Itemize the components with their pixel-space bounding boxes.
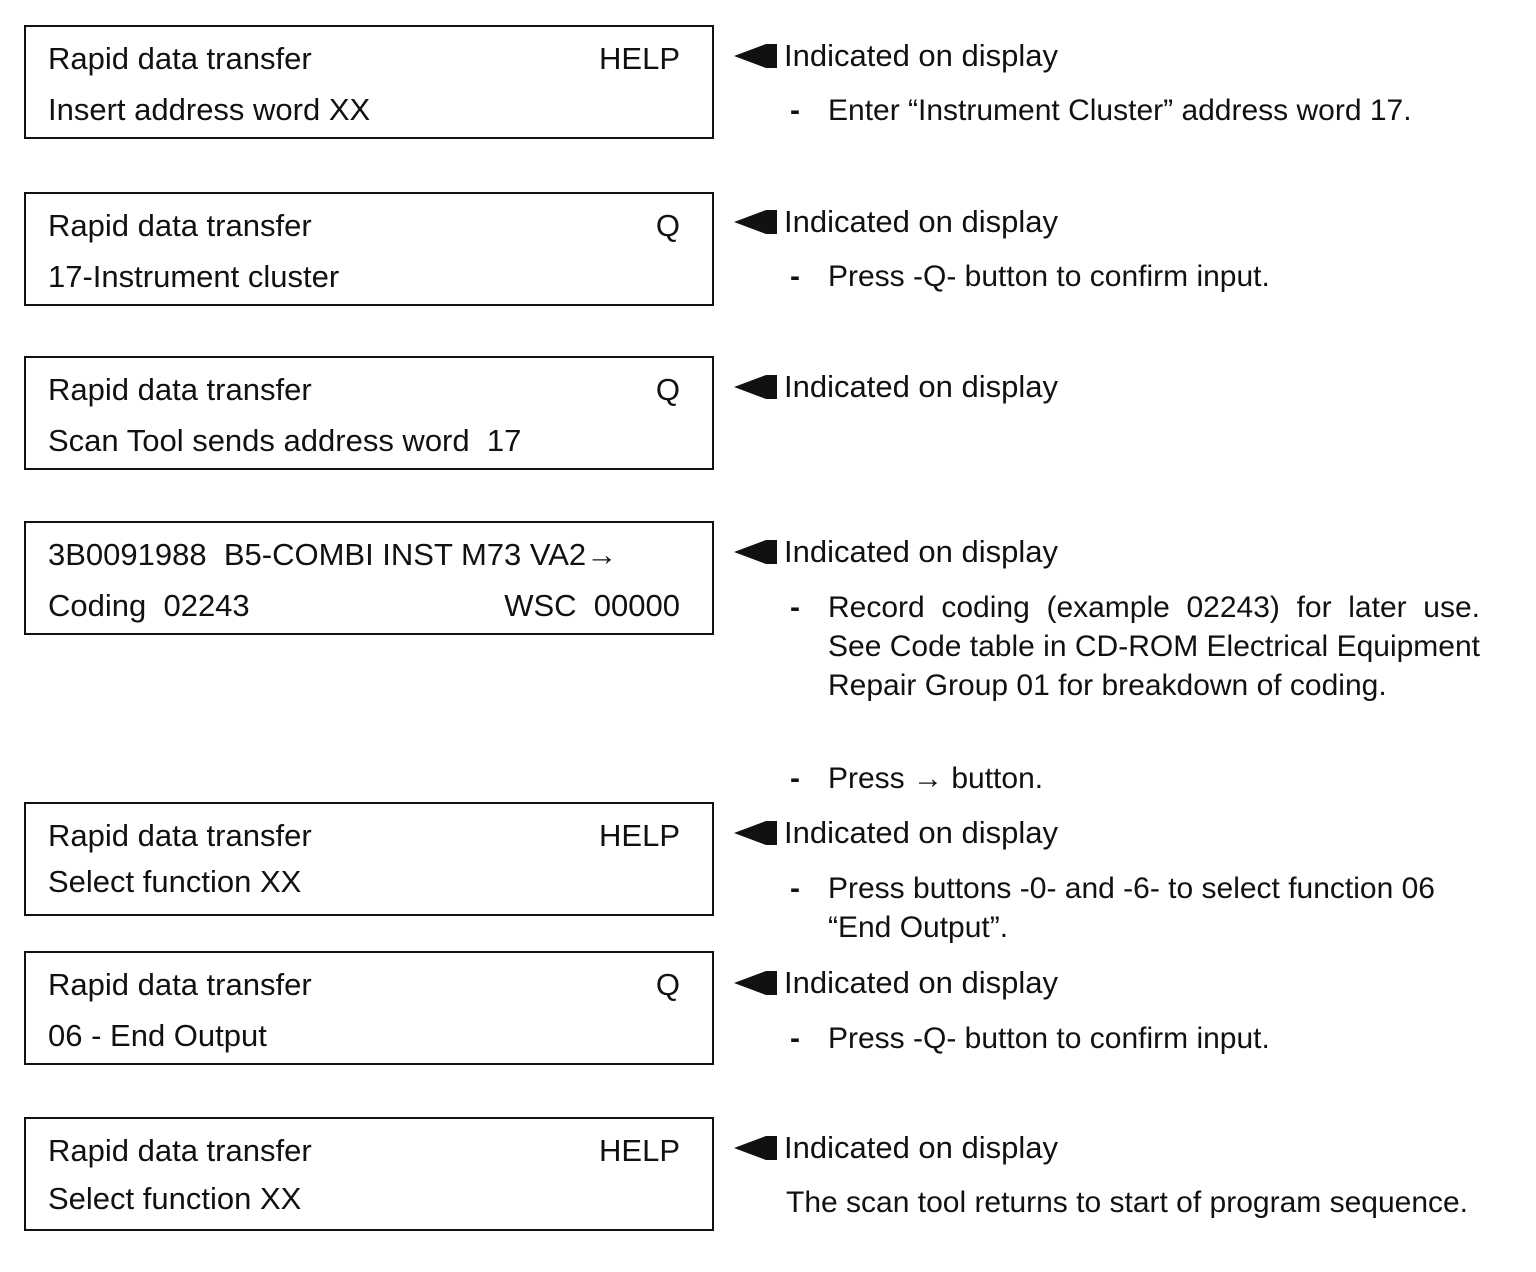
dash-bullet: - [790, 872, 800, 905]
display-screen-4: 3B0091988 B5-COMBI INST M73 VA2→ Coding … [24, 521, 714, 635]
dash-bullet: - [790, 762, 800, 795]
indicated-label: Indicated on display [784, 534, 1059, 569]
screen-line2: Scan Tool sends address word 17 [48, 423, 522, 458]
display-screen-2: Rapid data transfer Q 17-Instrument clust… [24, 192, 714, 306]
screen-line2-right: WSC 00000 [504, 588, 680, 623]
screen-line2: Select function XX [48, 1181, 302, 1216]
screen-line1-right: HELP [599, 41, 680, 76]
step-text: Enter “Instrument Cluster” address word … [828, 94, 1412, 127]
display-screen-5: Rapid data transfer HELP Select function … [24, 802, 714, 916]
step-instruction: - Press → button. [790, 759, 1480, 798]
step-text: Press → button. [828, 762, 1044, 795]
indicated-label: Indicated on display [784, 1130, 1059, 1165]
screen-line1-right: Q [655, 208, 680, 243]
step-instruction: - Press -Q- button to confirm input. [790, 257, 1480, 296]
indicated-label: Indicated on display [784, 204, 1059, 239]
screen-line1: Rapid data transfer [48, 1133, 312, 1168]
screen-line2: Coding 02243 [48, 588, 250, 623]
step-text: Press buttons -0- and -6- to select func… [828, 872, 1435, 944]
indicated-label: Indicated on display [784, 965, 1059, 1000]
pointer-arrow-icon [734, 210, 777, 234]
screen-line2: 06 - End Output [48, 1018, 267, 1053]
dash-bullet: - [790, 94, 800, 127]
step-text: Record coding (example 02243) for later … [828, 591, 1480, 702]
indicated-label: Indicated on display [784, 369, 1059, 404]
screen-line1: 3B0091988 B5-COMBI INST M73 VA2→ [48, 537, 618, 572]
screen-line1: Rapid data transfer [48, 967, 312, 1002]
dash-bullet: - [790, 1022, 800, 1055]
screen-line1-right: HELP [599, 1133, 680, 1168]
screen-line1-right: Q [655, 967, 680, 1002]
final-note: The scan tool returns to start of progra… [786, 1186, 1469, 1219]
pointer-arrow-icon [734, 821, 777, 845]
pointer-arrow-icon [734, 1136, 777, 1160]
screen-line1: Rapid data transfer [48, 41, 312, 76]
screen-line1: Rapid data transfer [48, 372, 312, 407]
pointer-arrow-icon [734, 44, 777, 68]
screen-line1: Rapid data transfer [48, 818, 312, 853]
indicated-label: Indicated on display [784, 38, 1059, 73]
screen-line1: Rapid data transfer [48, 208, 312, 243]
pointer-arrow-icon [734, 375, 777, 399]
screen-line1-right: HELP [599, 818, 680, 853]
screen-line2: 17-Instrument cluster [48, 259, 340, 294]
step-text: Press -Q- button to confirm input. [828, 1022, 1270, 1055]
pointer-arrow-icon [734, 971, 777, 995]
step-text: Press -Q- button to confirm input. [828, 260, 1270, 293]
step-instruction: - Record coding (example 02243) for late… [790, 588, 1480, 705]
display-screen-1: Rapid data transfer HELP Insert address w… [24, 25, 714, 139]
display-screen-7: Rapid data transfer HELP Select function … [24, 1117, 714, 1231]
dash-bullet: - [790, 260, 800, 293]
screen-line2: Select function XX [48, 864, 302, 899]
dash-bullet: - [790, 591, 800, 624]
screen-line2: Insert address word XX [48, 92, 371, 127]
step-instruction: - Press buttons -0- and -6- to select fu… [790, 869, 1480, 947]
pointer-arrow-icon [734, 540, 777, 564]
step-instruction: - Enter “Instrument Cluster” address wor… [790, 91, 1480, 130]
step-instruction: - Press -Q- button to confirm input. [790, 1019, 1480, 1058]
indicated-label: Indicated on display [784, 815, 1059, 850]
display-screen-6: Rapid data transfer Q 06 - End Output [24, 951, 714, 1065]
display-screen-3: Rapid data transfer Q Scan Tool sends add… [24, 356, 714, 470]
screen-line1-right: Q [655, 372, 680, 407]
